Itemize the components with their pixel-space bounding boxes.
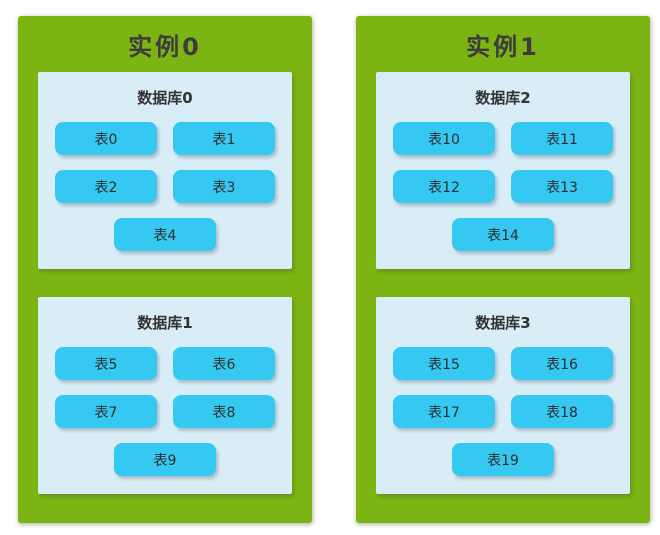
table-chip: 表19: [452, 443, 554, 476]
table-chip: 表0: [55, 122, 157, 155]
database-1-title: 数据库1: [137, 314, 193, 332]
instance-1-title: 实例1: [466, 32, 540, 61]
database-1-table-grid: 表5 表6 表7 表8 表9: [38, 333, 292, 476]
table-chip: 表16: [511, 347, 613, 380]
instance-1-container: 实例1 数据库2 表10 表11 表12 表13 表14 数据库3 表15 表1…: [356, 16, 650, 523]
database-3-table-grid: 表15 表16 表17 表18 表19: [376, 333, 630, 476]
database-3-title: 数据库3: [475, 314, 531, 332]
instance-0-title: 实例0: [128, 32, 202, 61]
table-chip: 表2: [55, 170, 157, 203]
table-chip: 表18: [511, 395, 613, 428]
database-3-box: 数据库3 表15 表16 表17 表18 表19: [376, 297, 630, 494]
database-2-box: 数据库2 表10 表11 表12 表13 表14: [376, 72, 630, 269]
table-chip: 表4: [114, 218, 216, 251]
table-chip: 表8: [173, 395, 275, 428]
database-0-title: 数据库0: [137, 89, 193, 107]
table-chip: 表15: [393, 347, 495, 380]
table-chip: 表14: [452, 218, 554, 251]
database-0-box: 数据库0 表0 表1 表2 表3 表4: [38, 72, 292, 269]
database-1-box: 数据库1 表5 表6 表7 表8 表9: [38, 297, 292, 494]
instance-0-container: 实例0 数据库0 表0 表1 表2 表3 表4 数据库1 表5 表6 表7 表8…: [18, 16, 312, 523]
table-chip: 表10: [393, 122, 495, 155]
database-2-title: 数据库2: [475, 89, 531, 107]
table-chip: 表9: [114, 443, 216, 476]
table-chip: 表6: [173, 347, 275, 380]
table-chip: 表12: [393, 170, 495, 203]
table-chip: 表7: [55, 395, 157, 428]
table-chip: 表13: [511, 170, 613, 203]
table-chip: 表1: [173, 122, 275, 155]
table-chip: 表3: [173, 170, 275, 203]
table-chip: 表17: [393, 395, 495, 428]
database-0-table-grid: 表0 表1 表2 表3 表4: [38, 108, 292, 251]
database-2-table-grid: 表10 表11 表12 表13 表14: [376, 108, 630, 251]
table-chip: 表5: [55, 347, 157, 380]
table-chip: 表11: [511, 122, 613, 155]
